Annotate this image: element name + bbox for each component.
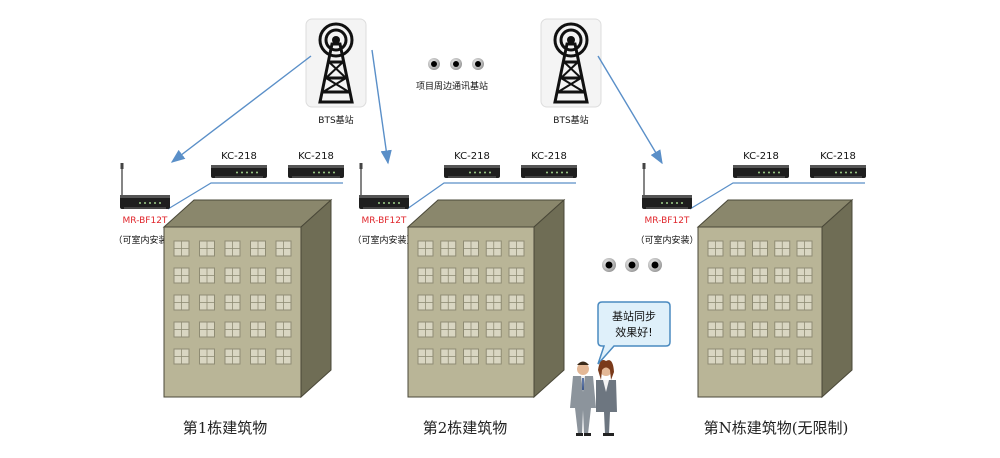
signal-arrows [170,49,663,165]
install-note: （可室内安装） [635,234,698,246]
signal-arrow-2 [371,49,392,165]
kc-device-2 [810,165,866,178]
repeater-box-icon [120,163,170,209]
kc-device-2 [521,165,577,178]
speech-line-2: 效果好! [615,325,652,339]
repeater-device [120,195,170,209]
repeater-device [359,195,409,209]
surrounding-stations-label: 项目周边通讯基站 [416,80,488,92]
kc-label: KC-218 [221,151,257,162]
speech-line-1: 基站同步 [612,309,656,323]
repeater-device [642,195,692,209]
building [162,198,333,399]
ellipsis-dots-icon [602,258,662,272]
kc-label: KC-218 [454,151,490,162]
business-people-icon [570,360,617,436]
kc-label: KC-218 [298,151,334,162]
building-caption: 第1栋建筑物 [183,419,268,437]
install-note: （可室内安装） [113,234,176,246]
kc-label: KC-218 [820,151,856,162]
kc-device-1 [211,165,267,178]
speech-bubble: 基站同步 效果好! [597,301,671,365]
kc-label: KC-218 [743,151,779,162]
building-caption: 第2栋建筑物 [423,419,508,437]
bts-label-2: BTS基站 [553,114,588,126]
repeater-box-icon [359,163,409,209]
feeder-cable [689,182,865,210]
building-group-2: MR-BF12T （可室内安装） KC-218 KC-218 第2栋建筑物 [352,151,577,437]
signal-arrow-1 [170,55,312,163]
bts-tower-1: BTS基站 [305,18,367,126]
repeater-label: MR-BF12T [645,216,690,226]
repeater-label: MR-BF12T [362,216,407,226]
building-caption: 第N栋建筑物(无限制) [704,419,849,437]
kc-label: KC-218 [531,151,567,162]
radio-tower-icon [553,22,589,104]
feeder-cable [406,182,576,210]
bts-label-1: BTS基站 [318,114,353,126]
repeater-label: MR-BF12T [123,216,168,226]
building-group-1: MR-BF12T （可室内安装） KC-218 KC-218 第1栋建筑物 [113,151,344,437]
feeder-cable [167,182,343,210]
bts-tower-2: BTS基站 [540,18,602,126]
man-figure [570,361,596,436]
radio-tower-icon [318,22,354,104]
install-note: （可室内安装） [352,234,415,246]
building [406,198,566,399]
kc-device-1 [733,165,789,178]
building-group-3: MR-BF12T （可室内安装） KC-218 KC-218 第N栋建筑物(无限制) [635,151,866,437]
kc-device-1 [444,165,500,178]
ellipsis-dots-icon [428,58,484,70]
kc-device-2 [288,165,344,178]
signal-arrow-3 [597,55,663,165]
woman-figure [596,360,617,436]
building [696,198,854,399]
repeater-box-icon [642,163,692,209]
